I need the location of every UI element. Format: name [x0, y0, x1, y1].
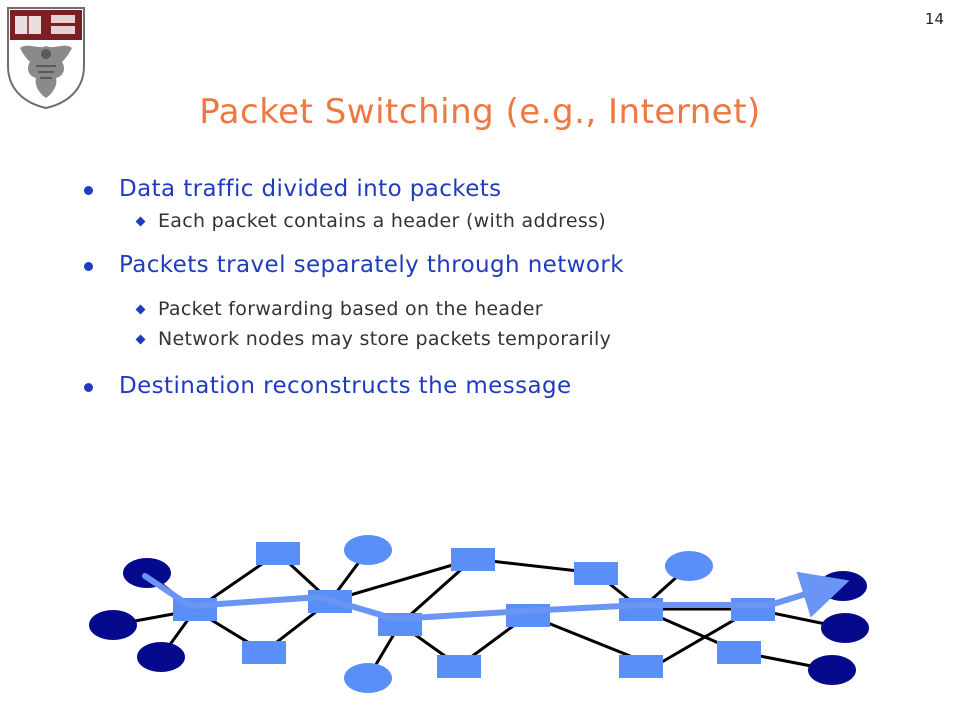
bullet-dot-icon: [84, 186, 93, 195]
dark-host-node: [808, 655, 856, 685]
light-host-nodes: [344, 535, 713, 693]
sub-bullet-diamond-icon: [135, 216, 146, 227]
dark-host-node: [89, 610, 137, 640]
sub-bullet-text: Packet forwarding based on the header: [158, 298, 543, 320]
router-node: [242, 641, 286, 664]
sub-bullet-diamond-icon: [135, 304, 146, 315]
router-node: [717, 641, 761, 664]
router-node: [256, 542, 300, 565]
router-node: [731, 598, 775, 621]
light-host-node: [344, 535, 392, 565]
bullet-dot-icon: [84, 383, 93, 392]
sub-bullet-text: Each packet contains a header (with addr…: [158, 210, 606, 232]
dark-host-node: [123, 558, 171, 588]
dark-host-node: [137, 642, 185, 672]
sub-bullet-text: Network nodes may store packets temporar…: [158, 328, 612, 350]
bullet-text: Data traffic divided into packets: [119, 176, 502, 202]
bullet-dot-icon: [84, 262, 93, 271]
sub-bullet-item: Packet forwarding based on the header: [82, 294, 922, 324]
packet-path-arrow: [142, 571, 850, 622]
sub-bullet-item: Each packet contains a header (with addr…: [82, 206, 922, 236]
slide-title: Packet Switching (e.g., Internet): [199, 92, 761, 132]
router-node: [451, 548, 495, 571]
bullet-item: Packets travel separately through networ…: [82, 248, 922, 282]
network-diagram: [89, 535, 869, 693]
university-crest-icon: [7, 7, 85, 110]
sub-bullet-item: Network nodes may store packets temporar…: [82, 324, 922, 354]
bullet-item: Data traffic divided into packets: [82, 172, 922, 206]
bullet-text: Packets travel separately through networ…: [119, 252, 624, 278]
sub-bullet-diamond-icon: [135, 334, 146, 345]
page-number: 14: [924, 10, 944, 28]
bullet-text: Destination reconstructs the message: [119, 373, 572, 399]
router-node: [574, 562, 618, 585]
router-node: [619, 598, 663, 621]
light-host-node: [344, 663, 392, 693]
dark-host-nodes: [89, 558, 869, 685]
router-node: [619, 655, 663, 678]
router-node: [437, 655, 481, 678]
dark-host-node: [821, 613, 869, 643]
bullet-list: Data traffic divided into packets Each p…: [82, 172, 922, 403]
bullet-item: Destination reconstructs the message: [82, 369, 922, 403]
light-host-node: [665, 551, 713, 581]
